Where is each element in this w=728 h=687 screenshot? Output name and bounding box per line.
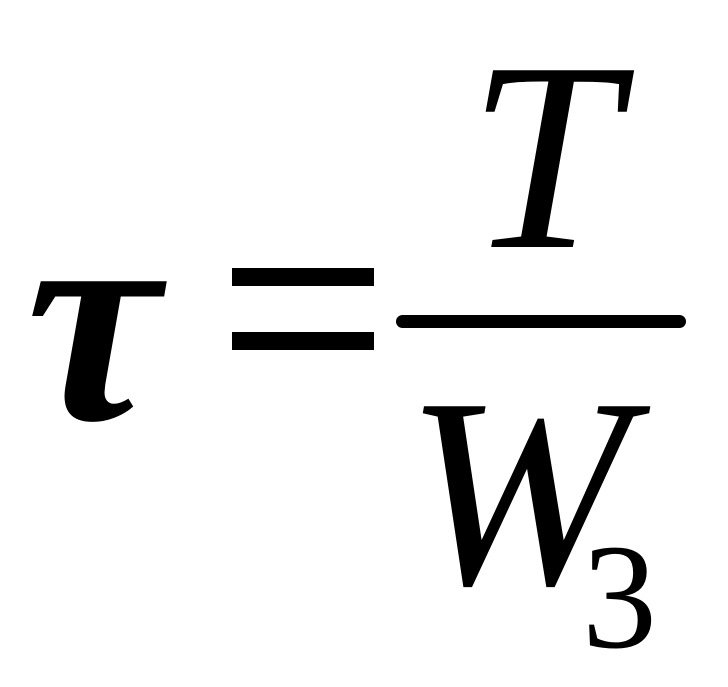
equals-bar-top: [232, 268, 374, 286]
formula-lhs-tau: τ: [26, 152, 160, 484]
fraction-denominator: W: [405, 343, 630, 642]
fraction-numerator: T: [468, 7, 619, 306]
equals-bar-bottom: [232, 332, 374, 350]
denominator-subscript: 3: [582, 514, 657, 680]
equals-sign: [232, 268, 374, 350]
fraction-line: [396, 315, 686, 328]
